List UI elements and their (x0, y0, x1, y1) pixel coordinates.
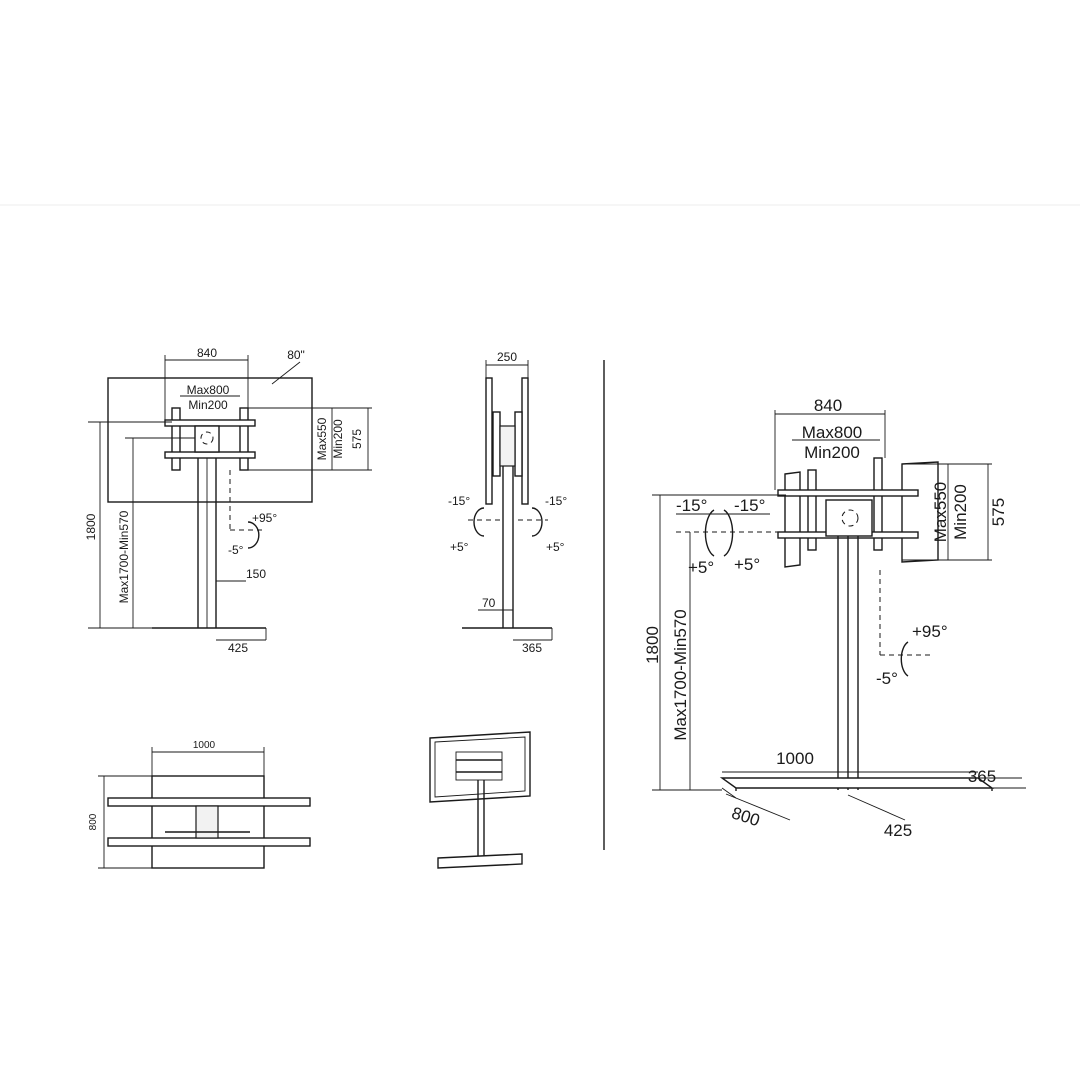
persp-dim-800-line (725, 793, 791, 821)
front-view: 840 80" Max800 Min200 Max550 Min200 575 … (84, 346, 372, 655)
persp-height-total: 1800 (643, 626, 662, 664)
side-base-dim: 365 (522, 641, 542, 655)
front-bracket-plate (194, 425, 220, 453)
top-screen-front (107, 837, 311, 847)
front-vesa-h-min: Min200 (331, 419, 345, 459)
top-base-outline (151, 775, 265, 869)
front-screen-size: 80" (287, 348, 305, 362)
perspective-view: 840 Max800 Min200 Max550 Min200 575 -15°… (643, 396, 1026, 840)
persp-tilt-left-down: +5° (688, 558, 714, 577)
front-dim-width: 840 (197, 346, 217, 360)
persp-tilt-down: -5° (876, 669, 898, 688)
persp-base-front: 425 (884, 821, 912, 840)
persp-height-range: Max1700-Min570 (671, 609, 690, 740)
thumb-screen (429, 731, 531, 803)
persp-tilt-right-arc (723, 509, 734, 557)
front-bracket-left-arm (171, 407, 181, 471)
front-tilt-down: -5° (228, 543, 244, 557)
persp-tilt-left: -15° (676, 496, 707, 515)
side-bracket-hub (499, 425, 516, 467)
persp-vesa-h-min: Min200 (951, 484, 970, 540)
front-screen-size-leader (271, 361, 301, 385)
thumbnail-view (429, 731, 531, 869)
front-height-range: Max1700-Min570 (117, 510, 131, 603)
persp-rotate-arc (900, 641, 909, 677)
side-bracket-right (514, 411, 523, 477)
persp-rotate-symbol (841, 509, 859, 527)
top-screen-back (107, 797, 311, 807)
side-screen-left (485, 377, 493, 505)
front-height-575: 575 (350, 429, 364, 449)
front-vesa-h-max: Max550 (315, 417, 329, 460)
persp-base-width: 1000 (776, 749, 814, 768)
persp-bracket-left-arm (807, 469, 817, 551)
persp-vesa-w-max: Max800 (802, 423, 862, 442)
front-bracket-bottom-rail (164, 451, 256, 459)
persp-bracket-right-arm (873, 457, 883, 551)
thumb-screen-inner (434, 736, 526, 798)
persp-vesa-h-max: Max550 (931, 482, 950, 542)
persp-vesa-w-min: Min200 (804, 443, 860, 462)
front-height-total: 1800 (84, 513, 98, 540)
persp-bracket-top-rail (777, 489, 919, 497)
side-pole-dim: 70 (482, 596, 496, 610)
persp-tilt-up: +95° (912, 622, 948, 641)
side-screen-right (521, 377, 529, 505)
front-vesa-w-min: Min200 (188, 398, 228, 412)
persp-screen-left (784, 471, 801, 568)
front-vesa-w-max: Max800 (187, 383, 230, 397)
thumb-base (437, 853, 523, 869)
top-bracket-hub (195, 805, 219, 839)
side-bracket-left (492, 411, 501, 477)
persp-tilt-right-down: +5° (734, 555, 760, 574)
persp-height-575: 575 (989, 498, 1008, 526)
persp-base-top (719, 777, 995, 789)
persp-base-depth: 800 (729, 803, 762, 830)
persp-base-side: 365 (968, 767, 996, 786)
thumb-bracket (455, 751, 503, 781)
front-bracket-right-arm (239, 407, 249, 471)
side-tilt-left-arc (473, 507, 485, 537)
persp-dim-425-line (847, 794, 906, 821)
front-tilt-arc (247, 521, 260, 549)
side-tilt-left-up: -15° (448, 494, 470, 508)
front-bracket-top-rail (164, 419, 256, 427)
top-depth: 800 (88, 813, 99, 830)
persp-width: 840 (814, 396, 842, 415)
front-screen-outline (107, 377, 313, 503)
front-tilt-up: +95° (252, 511, 277, 525)
persp-tilt-right: -15° (734, 496, 765, 515)
side-tilt-right-arc (531, 507, 543, 537)
top-width: 1000 (193, 740, 216, 751)
side-depth: 250 (497, 350, 517, 364)
persp-dim-800-ext (721, 787, 737, 799)
front-pole-dim: 150 (246, 567, 266, 581)
front-base-dim: 425 (228, 641, 248, 655)
side-tilt-right-up: -15° (545, 494, 567, 508)
side-view: 250 -15° +5° -15° +5° 70 365 (448, 350, 567, 655)
persp-tilt-left-arc (704, 509, 715, 557)
top-view: 1000 800 (88, 740, 311, 869)
side-tilt-right-down: +5° (546, 540, 565, 554)
front-rotate-symbol (200, 431, 214, 445)
persp-bracket-plate (825, 499, 873, 537)
side-tilt-left-down: +5° (450, 540, 469, 554)
